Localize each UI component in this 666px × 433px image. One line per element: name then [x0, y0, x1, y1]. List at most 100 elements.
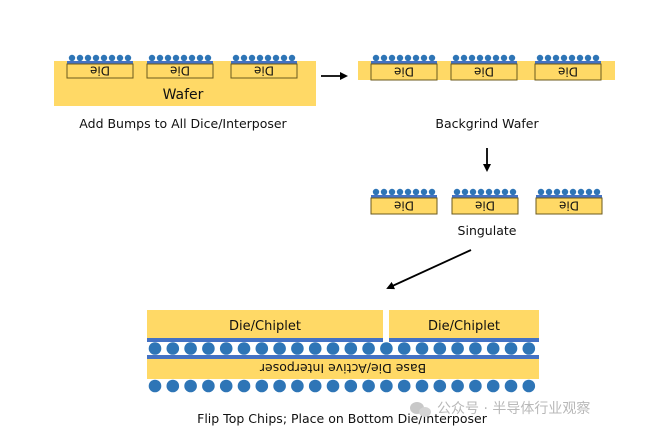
bump: [412, 54, 420, 62]
die-passivation: [535, 61, 601, 64]
bump: [204, 54, 212, 62]
bump: [428, 54, 436, 62]
step-backgrind: Die Die Die Backgrind Wafer: [358, 54, 615, 131]
step-flip-place: Die/Chiplet Die/Chiplet Base Die/Active …: [147, 310, 539, 426]
die-passivation: [371, 61, 437, 64]
bottom-bump: [362, 379, 375, 393]
die-passivation: [451, 61, 517, 64]
bump: [280, 54, 288, 62]
bump: [388, 54, 396, 62]
bottom-bump: [397, 379, 411, 393]
bump: [584, 54, 592, 62]
step-add-bumps: Die Die Die Wafer Add Bumps to All Dice/In…: [54, 54, 316, 131]
bottom-bump: [202, 379, 215, 393]
die-passivation: [452, 195, 518, 198]
arrow-down-left: [386, 249, 472, 290]
wafer-label: Wafer: [163, 87, 204, 103]
bottom-bump: [326, 379, 340, 393]
bottom-bump: [184, 379, 197, 393]
caption-backgrind: Backgrind Wafer: [435, 116, 539, 131]
bump: [404, 188, 412, 196]
micro-bump: [326, 342, 340, 355]
die-passivation: [147, 61, 213, 64]
micro-bump: [397, 342, 411, 355]
bump: [264, 54, 272, 62]
bump: [76, 54, 84, 62]
bottom-bump: [415, 379, 429, 393]
bump: [412, 188, 420, 196]
bump: [544, 54, 552, 62]
bump: [288, 54, 296, 62]
micro-bump: [291, 342, 304, 355]
bump: [428, 188, 436, 196]
micro-bump: [433, 342, 447, 355]
bump: [196, 54, 204, 62]
caption-singulate: Singulate: [458, 223, 517, 238]
bump: [592, 54, 600, 62]
bump: [180, 54, 188, 62]
bump: [372, 54, 380, 62]
base-die-label: Base Die/Active Interposer: [259, 361, 426, 376]
bump: [240, 54, 248, 62]
bump: [492, 54, 500, 62]
die: Die: [370, 54, 438, 81]
micro-bump: [219, 342, 233, 355]
die-label: Die: [254, 64, 274, 78]
die: Die: [451, 188, 519, 215]
bump: [509, 188, 517, 196]
bump: [577, 188, 585, 196]
caption-add-bumps: Add Bumps to All Dice/Interposer: [79, 116, 287, 131]
bump: [469, 188, 477, 196]
die: Die: [370, 188, 438, 215]
base-die-passivation: [147, 355, 539, 359]
caption-flip-place: Flip Top Chips; Place on Bottom Die/Inte…: [197, 411, 488, 426]
watermark-text: 公众号 · 半导体行业观察: [437, 400, 590, 417]
bump: [508, 54, 516, 62]
chiplet-right-label: Die/Chiplet: [428, 319, 500, 334]
bump: [545, 188, 553, 196]
bump: [484, 54, 492, 62]
micro-bump: [148, 342, 162, 355]
bump: [477, 188, 485, 196]
bottom-bump: [380, 379, 393, 393]
die-passivation: [371, 195, 437, 198]
bump: [372, 188, 380, 196]
bump: [576, 54, 584, 62]
die-passivation: [231, 61, 297, 64]
bump: [569, 188, 577, 196]
bump: [404, 54, 412, 62]
die: Die: [450, 54, 518, 81]
die: Die: [534, 54, 602, 81]
bottom-bump: [237, 379, 251, 393]
bump: [124, 54, 132, 62]
micro-bump: [202, 342, 215, 355]
base-die: [147, 359, 539, 379]
bump: [380, 188, 388, 196]
micro-bump: [415, 342, 429, 355]
bump: [380, 54, 388, 62]
bump: [248, 54, 256, 62]
bump: [536, 54, 544, 62]
chiplet-left-label: Die/Chiplet: [229, 319, 301, 334]
micro-bump: [522, 342, 536, 355]
bump: [232, 54, 240, 62]
die-passivation: [67, 61, 133, 64]
micro-bump: [344, 342, 358, 355]
micro-bump: [469, 342, 482, 355]
die-label: Die: [90, 64, 110, 78]
die-body: [370, 63, 438, 81]
die-body: [370, 197, 438, 215]
micro-bump: [273, 342, 286, 355]
bump: [553, 188, 561, 196]
chiplet-left-passivation: [147, 338, 383, 342]
bump: [164, 54, 172, 62]
bump: [568, 54, 576, 62]
die-label: Die: [475, 199, 495, 213]
bottom-bump: [255, 379, 269, 393]
bump: [461, 188, 469, 196]
die-body: [66, 63, 134, 79]
die-body: [146, 63, 214, 79]
die: Die: [146, 54, 214, 79]
bottom-bump: [219, 379, 233, 393]
